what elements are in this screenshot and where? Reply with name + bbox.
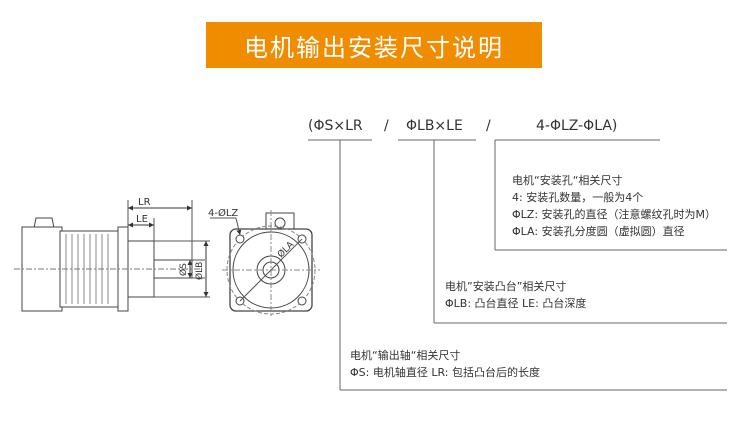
mount-holes-count: 4: 安装孔数量，一般为4个 [512,191,644,204]
code-separator-1: / [384,118,389,134]
mount-holes-pcd: ΦLA: 安装孔分度圆（虚拟圆）直径 [512,225,685,238]
shaft-heading: 电机“输出轴“相关尺寸 [350,349,461,362]
label-lz: 4-ØLZ [208,207,238,219]
boss-dims: ΦLB: 凸台直径 LE: 凸台深度 [445,297,587,310]
motor-front-view [210,210,320,318]
label-s: ØS [178,263,189,276]
mount-holes-heading: 电机“安装孔“相关尺寸 [512,174,623,187]
label-lb: ØLB [194,262,205,280]
code-shaft-part: (ΦS×LR [308,118,363,134]
page-title: 电机输出安装尺寸说明 [206,22,542,68]
label-lr: LR [138,197,151,208]
boss-heading: 电机”安装凸台”相关尺寸 [445,280,567,293]
motor-side-view [14,200,210,312]
shaft-note: 电机“输出轴“相关尺寸 ΦS: 电机轴直径 LR: 包括凸台后的长度 [350,347,540,381]
code-boss-part: ΦLB×LE [406,118,463,134]
label-le: LE [136,214,148,225]
code-holes-part: 4-ΦLZ-ΦLA) [536,118,618,134]
mount-holes-note: 电机“安装孔“相关尺寸 4: 安装孔数量，一般为4个 ΦLZ: 安装孔的直径（注… [512,172,716,240]
shaft-dims: ΦS: 电机轴直径 LR: 包括凸台后的长度 [350,366,540,379]
code-separator-2: / [486,118,491,134]
leader-lines [308,139,727,391]
mount-holes-diameter: ΦLZ: 安装孔的直径（注意螺纹孔时为M） [512,208,717,221]
boss-note: 电机”安装凸台”相关尺寸 ΦLB: 凸台直径 LE: 凸台深度 [445,278,586,312]
